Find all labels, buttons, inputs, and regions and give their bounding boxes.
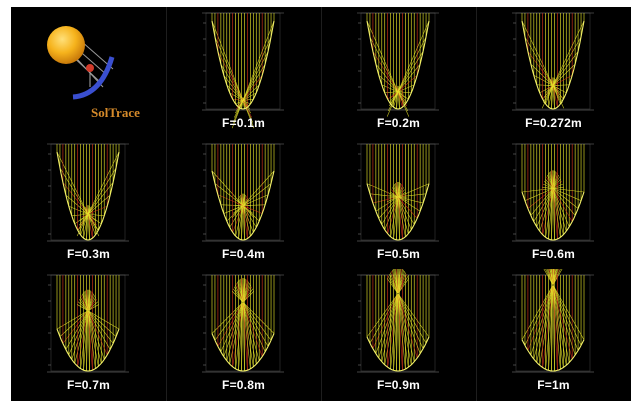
ray-trace-plot — [202, 143, 284, 242]
focal-length-label: F=0.6m — [532, 247, 575, 261]
focal-length-label: F=0.8m — [222, 378, 265, 392]
column-divider — [166, 7, 167, 401]
ray-trace-panel: F=0.6m — [476, 138, 631, 269]
logo-cell: SolTrace — [11, 7, 166, 138]
ray-trace-panel: F=0.8m — [166, 269, 321, 400]
column-divider — [476, 7, 477, 401]
ray-trace-plot — [512, 269, 594, 373]
focal-length-label: F=0.4m — [222, 247, 265, 261]
ray-trace-panel: F=0.7m — [11, 269, 166, 400]
focal-length-label: F=0.1m — [222, 116, 265, 130]
soltrace-logo-text: SolTrace — [91, 105, 140, 120]
ray-trace-panel: F=0.3m — [11, 138, 166, 269]
ray-trace-plot — [357, 269, 439, 373]
ray-trace-plot — [357, 143, 439, 242]
ray-trace-panel: F=1m — [476, 269, 631, 400]
ray-trace-panel: F=0.2m — [321, 7, 476, 138]
focal-length-label: F=0.3m — [67, 247, 110, 261]
ray-trace-plot — [512, 12, 594, 111]
ray-trace-plot — [202, 274, 284, 373]
ray-trace-plot — [512, 143, 594, 242]
ray-trace-panel: F=0.5m — [321, 138, 476, 269]
ray-trace-plot — [202, 12, 284, 129]
ray-trace-panel: F=0.9m — [321, 269, 476, 400]
ray-trace-plot — [47, 143, 129, 242]
focal-length-label: F=1m — [537, 378, 570, 392]
focal-length-label: F=0.7m — [67, 378, 110, 392]
ray-trace-plot — [357, 12, 439, 117]
sun-and-parabolic-trough-icon — [47, 26, 115, 100]
focal-length-label: F=0.9m — [377, 378, 420, 392]
ray-trace-panel: F=0.4m — [166, 138, 321, 269]
column-divider — [321, 7, 322, 401]
ray-trace-panel: F=0.1m — [166, 7, 321, 138]
ray-trace-plot — [47, 274, 129, 373]
focal-length-label: F=0.5m — [377, 247, 420, 261]
focal-length-label: F=0.2m — [377, 116, 420, 130]
focal-length-label: F=0.272m — [525, 116, 582, 130]
ray-trace-panel: F=0.272m — [476, 7, 631, 138]
